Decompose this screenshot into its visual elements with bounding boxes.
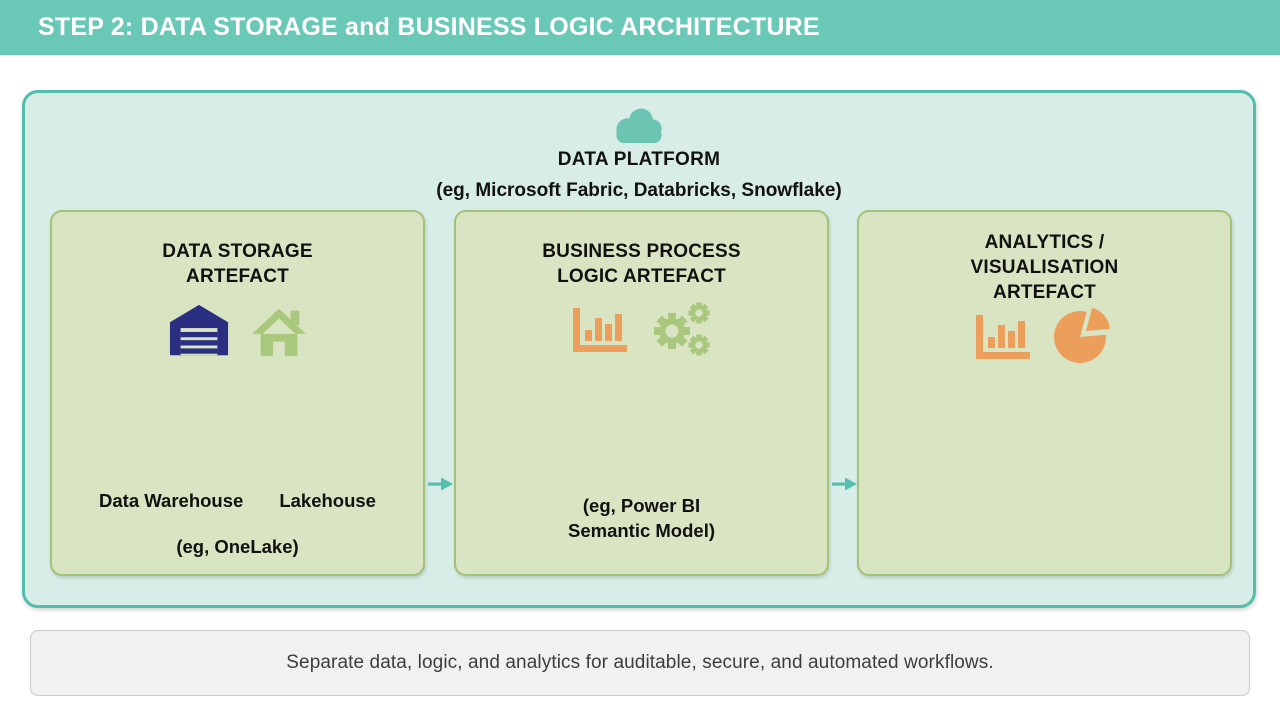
platform-title: DATA PLATFORM — [557, 149, 721, 170]
header-bar: STEP 2: DATA STORAGE and BUSINESS LOGIC … — [0, 0, 1280, 55]
card-example: (eg, Power BI Semantic Model) — [568, 495, 715, 542]
page-title: STEP 2: DATA STORAGE and BUSINESS LOGIC … — [38, 13, 820, 41]
platform-subtitle: (eg, Microsoft Fabric, Databricks, Snowf… — [436, 180, 842, 201]
label-data-warehouse: Data Warehouse — [99, 490, 244, 511]
card-icon-row — [456, 302, 827, 358]
label-lakehouse: Lakehouse — [279, 490, 376, 511]
card-title: DATA STORAGE ARTEFACT — [162, 241, 313, 288]
gears-icon — [649, 302, 711, 358]
footer-text: Separate data, logic, and analytics for … — [286, 652, 994, 673]
cloud-icon-svg — [616, 108, 662, 143]
footer-note: Separate data, logic, and analytics for … — [30, 630, 1250, 696]
pie-chart-icon — [1052, 308, 1114, 366]
card-example: (eg, OneLake) — [176, 536, 299, 558]
card-icon-row — [52, 302, 423, 358]
bar-chart-icon — [572, 305, 629, 355]
warehouse-icon — [168, 302, 230, 358]
card-business-logic: BUSINESS PROCESS LOGIC ARTEFACT — [454, 210, 829, 576]
card-data-storage: DATA STORAGE ARTEFACT — [50, 210, 425, 576]
card-title: ANALYTICS / VISUALISATION ARTEFACT — [970, 232, 1119, 304]
card-title: BUSINESS PROCESS LOGIC ARTEFACT — [542, 241, 741, 288]
card-icon-row — [859, 308, 1230, 366]
card-label-row: Data Warehouse Lakehouse — [52, 490, 423, 512]
house-icon — [250, 303, 308, 357]
data-platform-container: DATA PLATFORM (eg, Microsoft Fabric, Dat… — [22, 90, 1256, 608]
bar-chart-icon — [975, 312, 1032, 362]
cloud-icon — [25, 107, 1253, 144]
arrow-right-icon — [428, 476, 454, 492]
arrow-right-icon — [832, 476, 858, 492]
card-analytics: ANALYTICS / VISUALISATION ARTEFACT — [857, 210, 1232, 576]
